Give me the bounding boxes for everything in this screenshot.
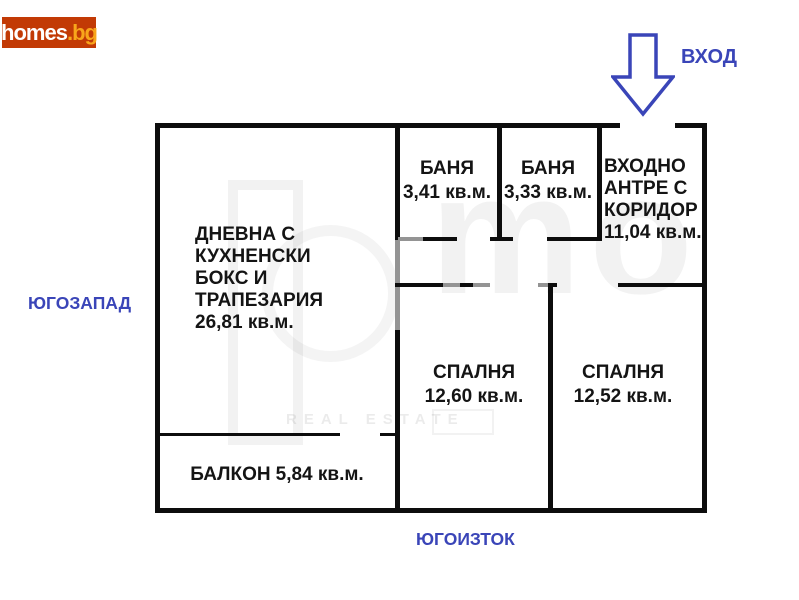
door-opening-bedroom2: [538, 283, 548, 287]
room-label-living: ДНЕВНА С КУХНЕНСКИ БОКС И ТРАПЕЗАРИЯ 26,…: [195, 224, 323, 334]
wall-outer-right: [702, 123, 707, 513]
wall-balcony-top-right: [380, 433, 398, 436]
southeast-label: ЮГОИЗТОК: [416, 529, 515, 549]
wall-bedroom1-top-mid: [460, 283, 473, 287]
room-area: 3,33 кв.м.: [503, 182, 593, 203]
room-label-hall: ВХОДНО АНТРЕ С КОРИДОР 11,04 кв.м.: [604, 156, 702, 244]
room-name-line: ВХОДНО: [604, 156, 686, 177]
wall-outer-top-right: [675, 123, 707, 128]
door-opening-bath1: [398, 237, 423, 241]
room-name-line: БАЛКОН: [190, 464, 271, 485]
room-name-line: ДНЕВНА С: [195, 224, 296, 245]
logo-text: homes: [1, 19, 68, 45]
wall-outer-bottom: [155, 508, 707, 513]
room-area: 12,60 кв.м.: [424, 386, 524, 407]
wall-bath2-bottom: [547, 237, 600, 241]
watermark-shape: [432, 409, 494, 435]
watermark-caption: REAL ESTATE: [286, 411, 465, 428]
wall-between-bathrooms: [497, 123, 502, 241]
room-name-line: АНТРЕ С: [604, 178, 688, 199]
room-label-bedroom2: СПАЛНЯ 12,52 кв.м.: [548, 361, 698, 409]
wall-balcony-top: [155, 433, 340, 436]
southwest-label: ЮГОЗАПАД: [28, 293, 132, 313]
room-area: 11,04 кв.м.: [604, 222, 702, 243]
entrance-arrow-icon: [611, 33, 675, 117]
wall-living-divider-bottom: [395, 330, 400, 508]
room-area: 12,52 кв.м.: [573, 386, 673, 407]
wall-corridor-left: [597, 123, 602, 241]
wall-bedroom2-top: [618, 283, 702, 287]
room-name-line: БАНЯ: [520, 158, 576, 179]
room-label-bath2: БАНЯ 3,33 кв.м.: [498, 157, 598, 205]
wall-outer-left: [155, 123, 160, 513]
room-area: 5,84 кв.м.: [275, 464, 364, 485]
room-name-line: БОКС И: [195, 268, 268, 289]
logo-suffix: .bg: [66, 19, 98, 45]
room-name-line: ТРАПЕЗАРИЯ: [195, 290, 324, 311]
room-area: 3,41 кв.м.: [402, 182, 492, 203]
room-label-bedroom1: СПАЛНЯ 12,60 кв.м.: [398, 361, 550, 409]
room-name-line: СПАЛНЯ: [581, 362, 665, 383]
entrance-label: ВХОД: [681, 46, 738, 68]
wall-bath1-bottom: [423, 237, 457, 241]
room-name-line: БАНЯ: [419, 158, 475, 179]
room-area: 26,81 кв.м.: [195, 312, 294, 333]
wall-between-bedrooms: [548, 283, 553, 508]
room-name-line: КОРИДОР: [604, 200, 698, 221]
room-name-line: КУХНЕНСКИ: [195, 246, 311, 267]
room-label-bath1: БАНЯ 3,41 кв.м.: [397, 157, 497, 205]
wall-outer-top-left: [155, 123, 620, 128]
room-name-line: СПАЛНЯ: [432, 362, 516, 383]
door-opening-bedroom1b: [473, 283, 490, 287]
wall-living-divider-top: [395, 123, 400, 240]
homes-bg-logo[interactable]: homes.bg: [1, 17, 98, 48]
wall-bedroom1-top: [395, 283, 443, 287]
door-opening-bedroom1: [443, 283, 460, 287]
